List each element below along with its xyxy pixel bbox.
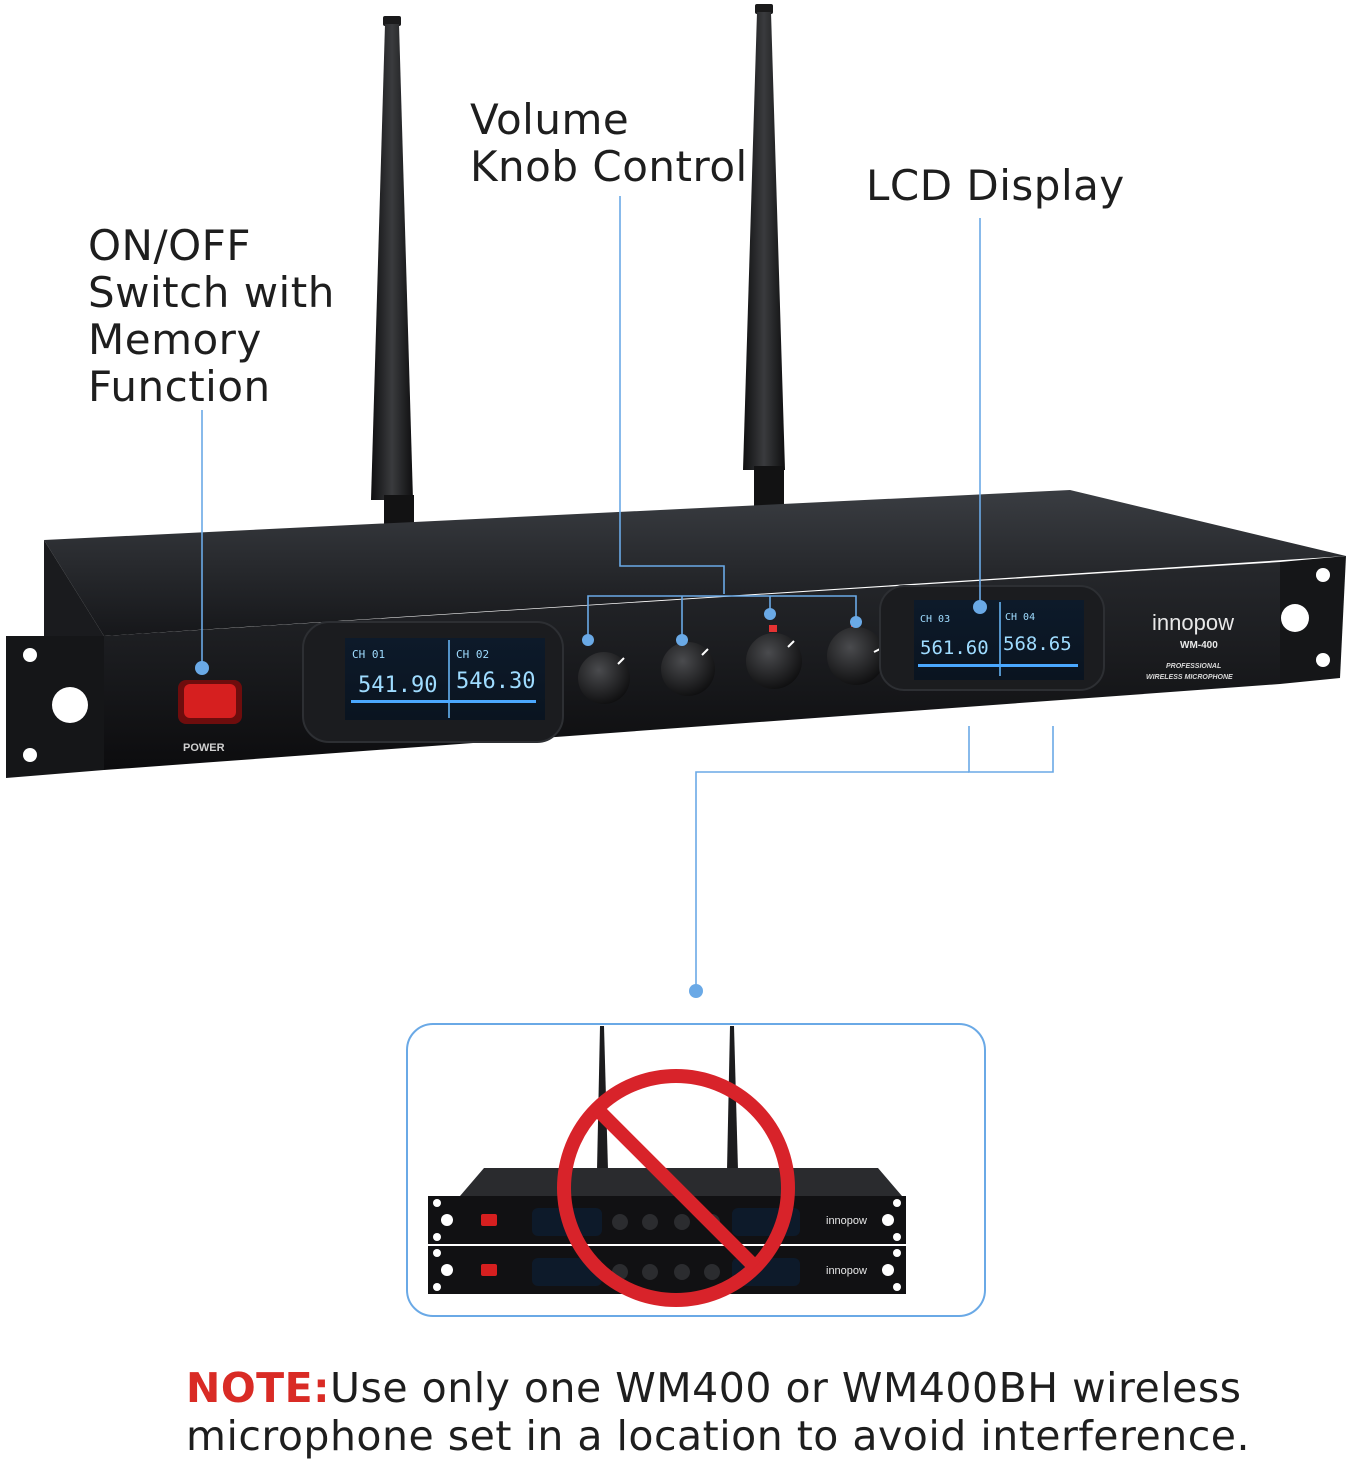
callout-volume-line-1: Volume [470,95,630,144]
lcd-screen-left [345,638,545,720]
rack-ear-right [1280,556,1346,684]
callout-volume-knob: Volume Knob Control [470,96,748,190]
guide-lines [201,196,1054,990]
antenna-left [371,16,414,529]
inset-brand-1: innopow [826,1215,867,1227]
volume-knob-3[interactable] [746,633,802,689]
note-text: NOTE:Use only one WM400 or WM400BH wirel… [186,1364,1306,1460]
volume-knob-1[interactable] [578,652,630,704]
guide-dot-knob1 [582,634,594,646]
inset-receiver-bottom: innopow [428,1246,906,1294]
note-body: Use only one WM400 or WM400BH wireless m… [186,1364,1250,1460]
callout-volume-line-2: Knob Control [470,142,748,191]
inset-brand-2: innopow [826,1265,867,1277]
chassis-top [44,490,1346,636]
callout-lcd-line: LCD Display [866,161,1125,210]
tagline-2: WIRELESS MICROPHONE [1146,674,1233,681]
note-label: NOTE: [186,1364,331,1412]
guide-dot-knob2 [676,634,688,646]
guide-dot-knob4 [850,616,862,628]
callout-power-line-2: Switch with [88,268,335,317]
lcd-freq2: 546.30 [456,669,535,694]
lcd-ch4: CH 04 [1005,612,1035,623]
guide-dot-knob3 [764,608,776,620]
brand-logo: innopow [1152,610,1234,635]
power-label: POWER [183,742,225,754]
antenna-right [743,4,785,506]
callout-lcd-display: LCD Display [866,162,1125,209]
lcd-freq3: 561.60 [920,637,989,659]
prohibited-icon [557,1069,795,1307]
guide-dot-power [195,661,209,675]
tagline-1: PROFESSIONAL [1166,663,1221,670]
callout-power-line-4: Function [88,362,271,411]
callout-power-switch: ON/OFF Switch with Memory Function [88,222,335,410]
callout-power-line-1: ON/OFF [88,221,252,270]
lcd-freq1: 541.90 [358,673,437,698]
model-label: WM-400 [1180,640,1218,651]
volume-knob-4[interactable] [827,627,885,685]
volume-knob-2[interactable] [661,642,715,696]
lcd-freq4: 568.65 [1003,633,1072,655]
guide-dot-lcd [973,600,987,614]
lcd-ch3: CH 03 [920,614,950,625]
callout-power-line-3: Memory [88,315,262,364]
guide-dot-inset [689,984,703,998]
lcd-ch2: CH 02 [456,648,489,661]
lcd-ch1: CH 01 [352,648,385,661]
